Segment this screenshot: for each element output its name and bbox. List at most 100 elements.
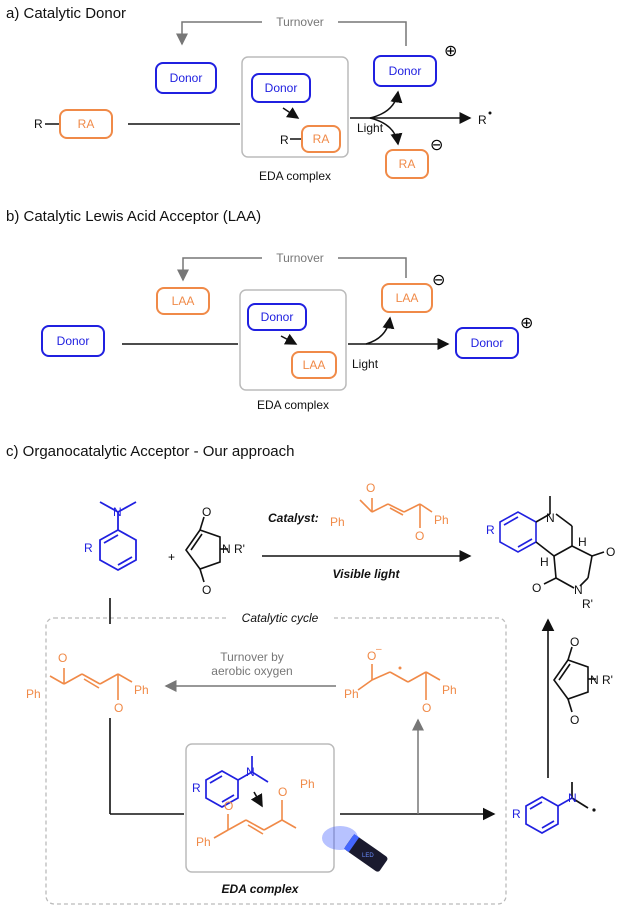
donor-cation-box-a: Donor — [373, 55, 437, 87]
svg-text:Donor: Donor — [471, 336, 504, 350]
svg-text:LAA: LAA — [172, 294, 195, 308]
svg-text:O: O — [114, 701, 123, 715]
section-a-title: a) Catalytic Donor — [6, 5, 126, 22]
turnover-line1: Turnover by — [220, 650, 284, 664]
svg-text:–: – — [376, 644, 382, 655]
visible-light-label: Visible light — [333, 567, 401, 581]
donor-box-b1: Donor — [41, 325, 105, 357]
svg-text:R': R' — [582, 597, 593, 611]
section-b-title: b) Catalytic Lewis Acid Acceptor (LAA) — [6, 208, 261, 225]
catalytic-cycle-label: Catalytic cycle — [242, 611, 319, 625]
svg-text:Ph: Ph — [196, 835, 211, 849]
svg-text:O: O — [415, 529, 424, 543]
svg-text:R: R — [486, 523, 495, 537]
svg-text:O: O — [367, 649, 376, 663]
svg-text:N: N — [246, 765, 255, 779]
turnover-line2: aerobic oxygen — [211, 664, 292, 678]
svg-text:N: N — [574, 583, 583, 597]
eda-label-a: EDA complex — [259, 169, 331, 183]
eda-box-c — [185, 743, 335, 873]
laa-box-b1: LAA — [156, 287, 210, 315]
catalyst-radical-anion — [357, 664, 441, 700]
light-label-b: Light — [352, 357, 379, 371]
svg-text:Ph: Ph — [134, 683, 149, 697]
donor-box-b2: Donor — [247, 303, 307, 331]
turnover-label-a: Turnover — [276, 15, 324, 29]
product-structure — [499, 496, 605, 589]
svg-text:N: N — [590, 673, 599, 687]
ra-anion-box-a: RA — [385, 149, 429, 179]
svg-text:Ph: Ph — [300, 777, 315, 791]
svg-text:N: N — [546, 511, 555, 525]
svg-text:RA: RA — [399, 157, 416, 171]
svg-text:R: R — [280, 133, 289, 147]
svg-text:RA: RA — [78, 117, 95, 131]
eda-aniline — [205, 756, 269, 808]
minus-charge-b: ⊖ — [432, 272, 445, 289]
eda-label-c: EDA complex — [222, 882, 300, 896]
svg-text:O: O — [366, 481, 375, 495]
catalyst-cycle-left — [49, 668, 133, 700]
plus-sign: + — [168, 550, 175, 564]
svg-text:O: O — [224, 799, 233, 813]
svg-text:N: N — [222, 542, 231, 556]
svg-text:Donor: Donor — [261, 310, 294, 324]
plus-charge-b: ⊕ — [520, 315, 533, 332]
svg-text:O: O — [278, 785, 287, 799]
plus-charge-a: ⊕ — [444, 43, 457, 60]
donor-cation-box-b: Donor — [455, 327, 519, 359]
catalyst-label: Catalyst: — [268, 511, 319, 525]
svg-text:R': R' — [234, 542, 245, 556]
svg-text:O: O — [606, 545, 615, 559]
light-label-a: Light — [357, 121, 384, 135]
minus-charge-a: ⊖ — [430, 137, 443, 154]
aminoalkyl-radical — [525, 782, 589, 834]
svg-text:R': R' — [602, 673, 613, 687]
svg-text:O: O — [202, 583, 211, 597]
svg-text:R: R — [84, 541, 93, 555]
svg-text:Ph: Ph — [442, 683, 457, 697]
r-radical-a: R — [478, 113, 487, 127]
section-c-title: c) Organocatalytic Acceptor - Our approa… — [6, 443, 294, 460]
svg-text:Ph: Ph — [434, 513, 449, 527]
svg-text:O: O — [532, 581, 541, 595]
maleimide-top — [185, 516, 228, 583]
laa-box-b2: LAA — [291, 351, 337, 379]
svg-text:O: O — [422, 701, 431, 715]
donor-box-a1: Donor — [155, 62, 217, 94]
donor-box-a2: Donor — [251, 73, 311, 103]
svg-text:Donor: Donor — [389, 64, 422, 78]
svg-text:O: O — [58, 651, 67, 665]
ra-box-a1: RA — [59, 109, 113, 139]
svg-text:Donor: Donor — [57, 334, 90, 348]
svg-text:Donor: Donor — [265, 81, 298, 95]
svg-text:Ph: Ph — [344, 687, 359, 701]
dimethylaniline-top — [99, 501, 137, 572]
turnover-label-b: Turnover — [276, 251, 324, 265]
laa-anion-box-b: LAA — [381, 283, 433, 313]
svg-text:Ph: Ph — [330, 515, 345, 529]
svg-text:Ph: Ph — [26, 687, 41, 701]
svg-text:H: H — [540, 555, 549, 569]
r-label-a: R — [34, 117, 43, 131]
svg-text:O: O — [570, 713, 579, 727]
svg-text:LED: LED — [362, 853, 374, 859]
svg-text:N: N — [568, 791, 577, 805]
svg-text:H: H — [578, 535, 587, 549]
svg-text:LAA: LAA — [396, 291, 419, 305]
maleimide-side — [553, 646, 596, 713]
led-flashlight-icon: LED — [322, 826, 388, 872]
n-top: N — [113, 505, 122, 519]
ra-box-a2: RA — [301, 125, 341, 153]
eda-label-b: EDA complex — [257, 398, 329, 412]
svg-text:R: R — [512, 807, 521, 821]
svg-text:RA: RA — [313, 132, 330, 146]
catalyst-structure — [359, 498, 433, 528]
svg-text:Donor: Donor — [170, 71, 203, 85]
svg-text:LAA: LAA — [303, 358, 326, 372]
svg-text:R: R — [192, 781, 201, 795]
eda-catalyst — [213, 800, 297, 839]
svg-text:O: O — [570, 635, 579, 649]
svg-text:O: O — [202, 505, 211, 519]
